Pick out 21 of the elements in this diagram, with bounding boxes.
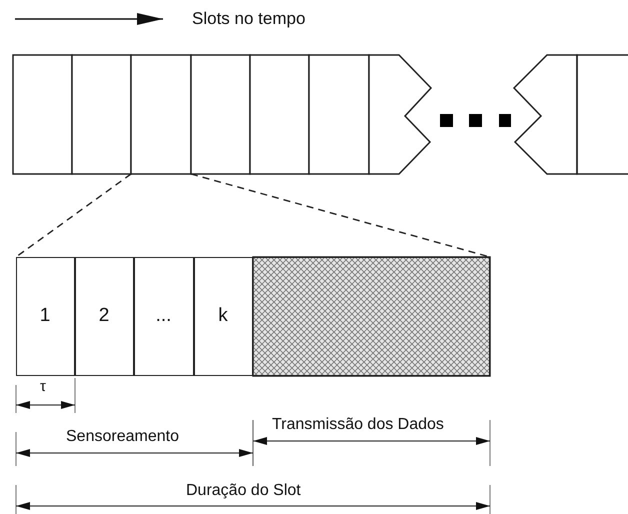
dimension-label: τ (40, 379, 46, 394)
slot-number: k (218, 304, 228, 328)
time-slot-box (131, 55, 191, 174)
time-slot-box (191, 55, 250, 174)
zoom-projection-line (16, 173, 132, 258)
axis-label: Slots no tempo (192, 8, 306, 30)
broken-slot-box (514, 55, 577, 174)
time-slot-box (13, 55, 72, 174)
time-slot-box (250, 55, 309, 174)
slot-number: 1 (40, 304, 50, 328)
slot-number: 2 (98, 304, 110, 328)
expanded-slot-frame (16, 257, 490, 376)
dimension-label: Duração do Slot (186, 481, 301, 501)
broken-slot-box (369, 55, 432, 174)
data-transmission-box (253, 257, 490, 376)
dimension-label: Transmissão dos Dados (272, 415, 444, 435)
time-slot-box (72, 55, 131, 174)
time-slot-box (309, 55, 369, 174)
dimension-label: Sensoreamento (66, 427, 179, 447)
time-slot-box (577, 55, 628, 174)
slot-number: ... (156, 304, 172, 328)
